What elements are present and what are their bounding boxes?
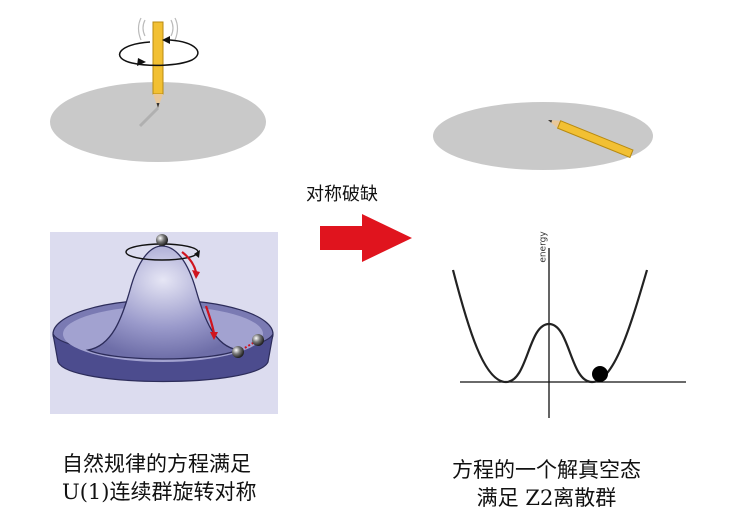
upright-pencil-scene: [50, 17, 266, 162]
ball-top: [156, 234, 168, 246]
left-caption-line2: U(1)连续群旋转对称: [62, 480, 257, 504]
transition-arrow-icon: [320, 214, 412, 262]
pencil-shadow: [138, 106, 160, 128]
ball-bottom-2: [252, 334, 264, 346]
left-caption: 自然规律的方程满足 U(1)连续群旋转对称: [62, 450, 256, 506]
pencil-fallen: [548, 120, 634, 159]
disk-left: [50, 82, 266, 162]
arrow-label: 对称破缺: [306, 184, 378, 205]
vacuum-ball: [592, 366, 608, 382]
right-caption-line1: 方程的一个解真空态: [452, 458, 641, 482]
motion-lines: [137, 17, 179, 41]
left-caption-line1: 自然规律的方程满足: [62, 452, 251, 476]
energy-axis-label: energy: [538, 231, 549, 263]
pencil-upright: [152, 21, 164, 108]
roll-arrow-lower-icon: [204, 305, 216, 335]
hat-top-arrowhead-icon: [194, 250, 200, 258]
disk-right: [433, 102, 653, 170]
ball-bottom-1: [232, 346, 244, 358]
hat-hump: [85, 245, 241, 360]
double-well-curve: [451, 269, 649, 384]
right-caption: 方程的一个解真空态 满足 Z2离散群: [452, 456, 641, 512]
roll-arrow-upper-icon: [181, 251, 198, 273]
mexican-hat-panel: [50, 232, 278, 414]
double-well-plot: [451, 248, 686, 418]
fallen-pencil-scene: [433, 102, 653, 170]
right-caption-line2: 满足 Z2离散群: [476, 486, 617, 510]
rotation-arrow-icon: [119, 36, 199, 67]
